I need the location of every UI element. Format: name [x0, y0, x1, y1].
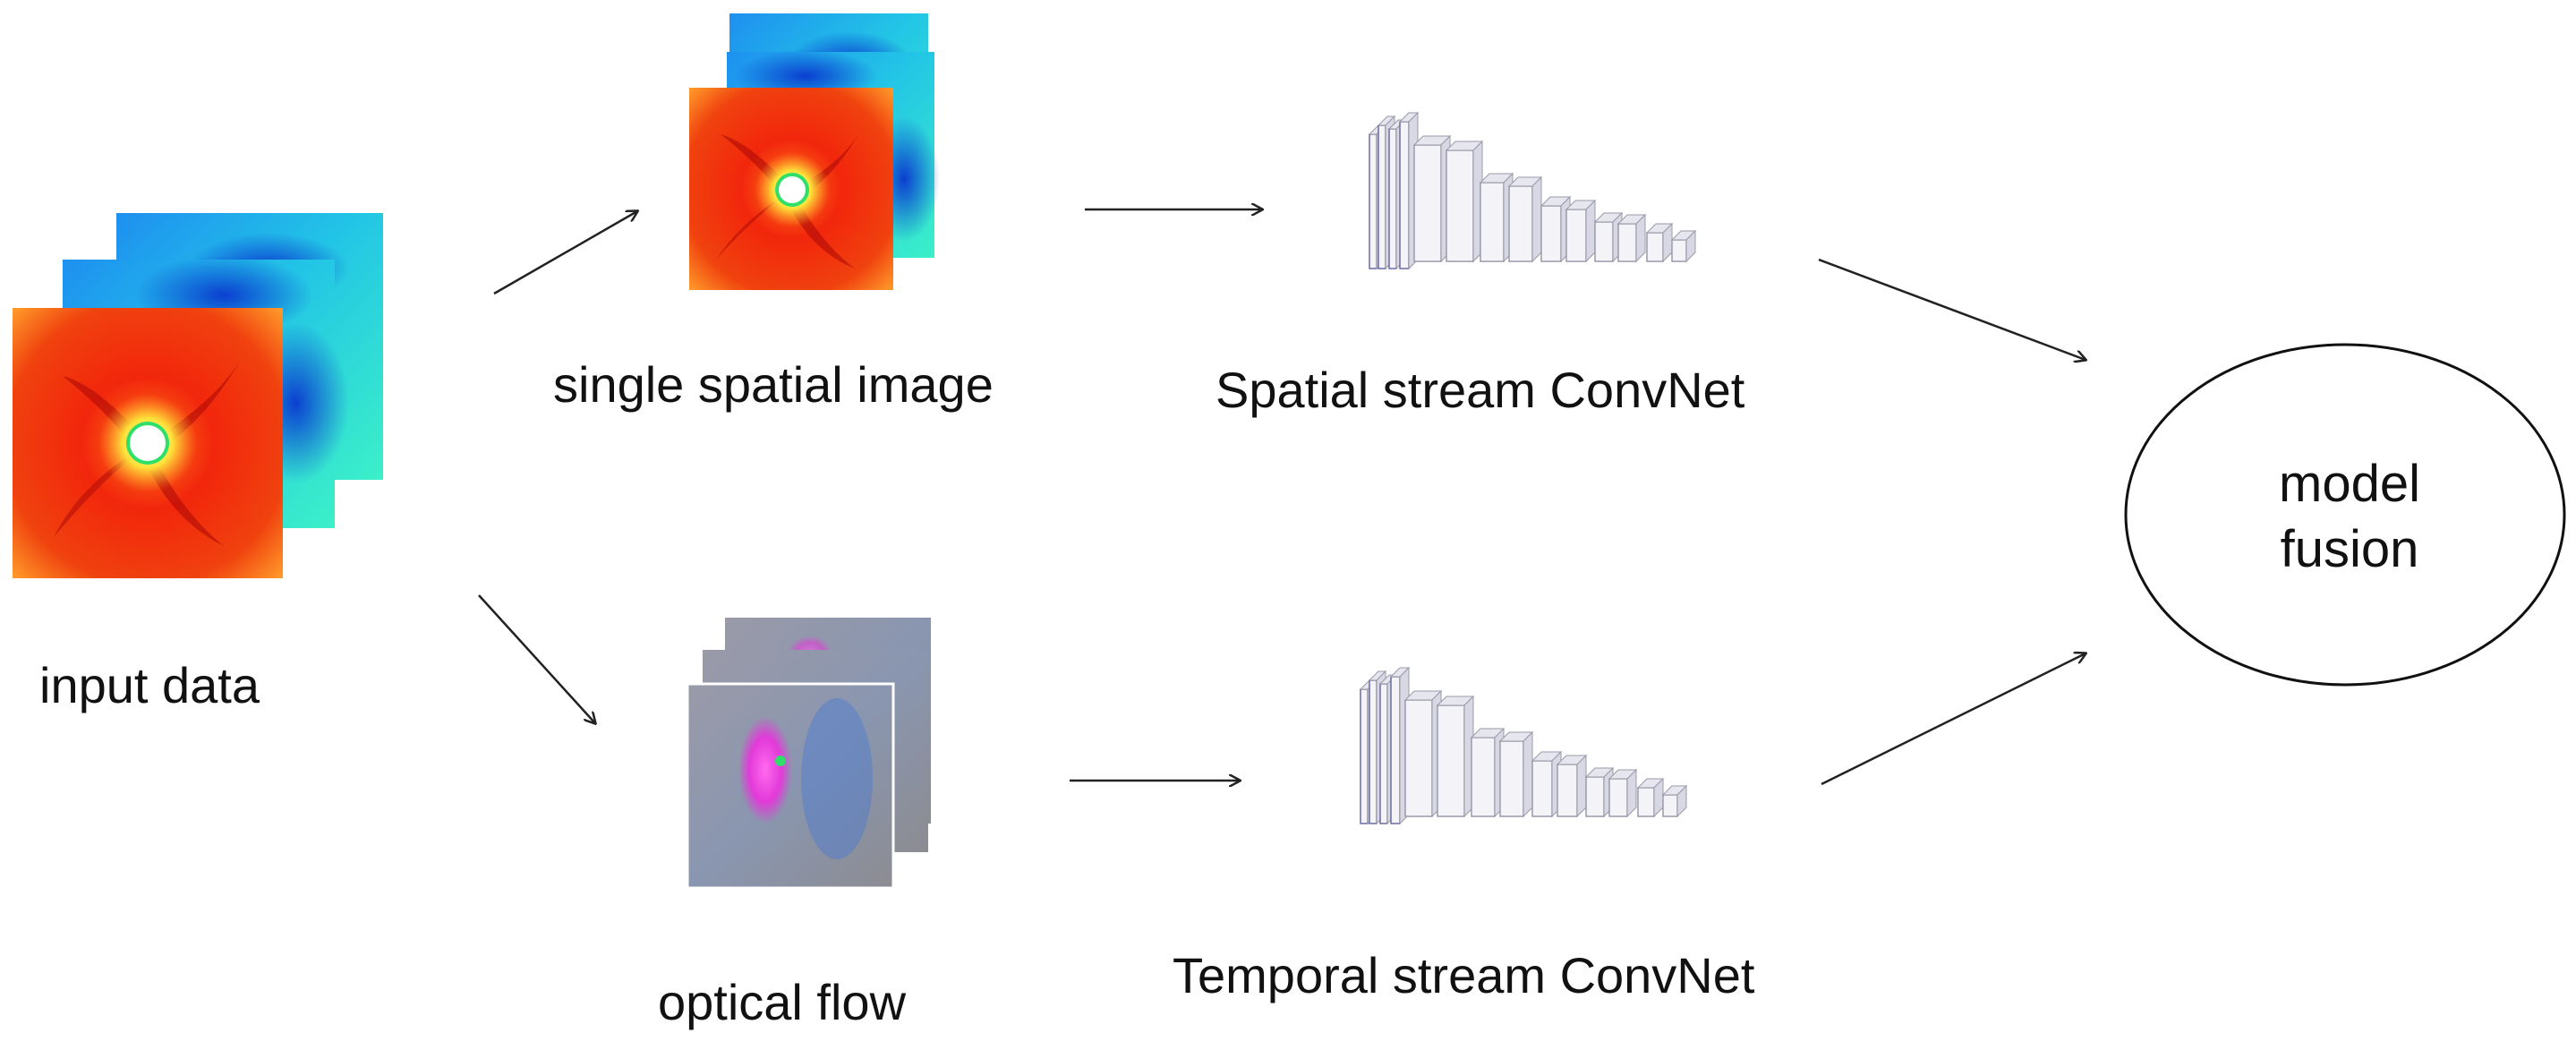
arrow-input-to-flow	[478, 594, 595, 723]
convnet-layer-side	[1635, 213, 1646, 263]
convnet-layer	[1404, 699, 1433, 817]
convnet-layer	[1594, 221, 1614, 262]
convnet-layer	[1390, 676, 1401, 824]
convnet-layer	[1446, 149, 1474, 262]
convnet-layer	[1585, 776, 1605, 817]
convnet-layer	[1540, 205, 1562, 262]
convnet-layer	[1646, 232, 1664, 262]
model-fusion-label: model fusion	[2135, 452, 2564, 582]
convnet-layer	[1617, 223, 1637, 262]
convnet-layer	[1608, 778, 1628, 817]
convnet-layer	[1671, 239, 1687, 262]
convnet-layer	[1531, 760, 1553, 817]
arrow-input-to-spatial	[493, 211, 637, 295]
fusion-line-2: fusion	[2280, 519, 2419, 578]
input-data-label: input data	[39, 657, 260, 713]
convnet-layer	[1637, 787, 1655, 817]
convnet-layer-side	[1676, 784, 1687, 818]
convnet-layer	[1388, 128, 1397, 269]
convnet-layer	[1565, 209, 1587, 262]
arrow-spatial-net-to-fusion	[1818, 258, 2086, 360]
convnet-layer	[1369, 679, 1378, 824]
convnet-layer	[1499, 740, 1524, 817]
spatial-frame-front	[689, 88, 893, 290]
convnet-layer-side	[1685, 229, 1696, 263]
temporal-convnet-icon	[1359, 666, 1688, 825]
convnet-layer	[1508, 185, 1533, 262]
optical-flow-label: optical flow	[658, 974, 907, 1030]
convnet-layer-side	[1585, 199, 1596, 263]
convnet-layer-side	[1576, 754, 1587, 818]
temporal-convnet-label: Temporal stream ConvNet	[1173, 947, 1755, 1003]
convnet-layer	[1379, 683, 1388, 824]
convnet-layer	[1413, 144, 1442, 262]
spatial-image-stack	[689, 13, 940, 290]
convnet-layer	[1471, 737, 1496, 817]
convnet-layer	[1437, 704, 1465, 817]
convnet-layer	[1662, 794, 1678, 817]
convnet-layer-side	[1531, 175, 1542, 263]
convnet-layer	[1557, 764, 1578, 817]
convnet-layer	[1378, 124, 1386, 269]
input-data-stack	[13, 213, 383, 578]
optical-flow-stack	[686, 618, 931, 890]
fusion-line-1: model	[2279, 455, 2420, 513]
spatial-convnet-label: Spatial stream ConvNet	[1215, 362, 1745, 418]
flow-frame-front	[686, 682, 895, 890]
convnet-layer	[1480, 182, 1505, 262]
input-frame-front	[13, 308, 283, 578]
model-fusion-node	[2124, 343, 2566, 687]
arrow-temporal-net-to-fusion	[1821, 653, 2086, 786]
convnet-layer	[1369, 133, 1378, 269]
spatial-image-label: single spatial image	[553, 356, 994, 413]
convnet-layer-side	[1523, 730, 1533, 818]
convnet-layer	[1360, 688, 1369, 824]
spatial-convnet-icon	[1368, 111, 1697, 270]
convnet-layer	[1399, 121, 1410, 269]
convnet-layer-side	[1626, 768, 1637, 818]
